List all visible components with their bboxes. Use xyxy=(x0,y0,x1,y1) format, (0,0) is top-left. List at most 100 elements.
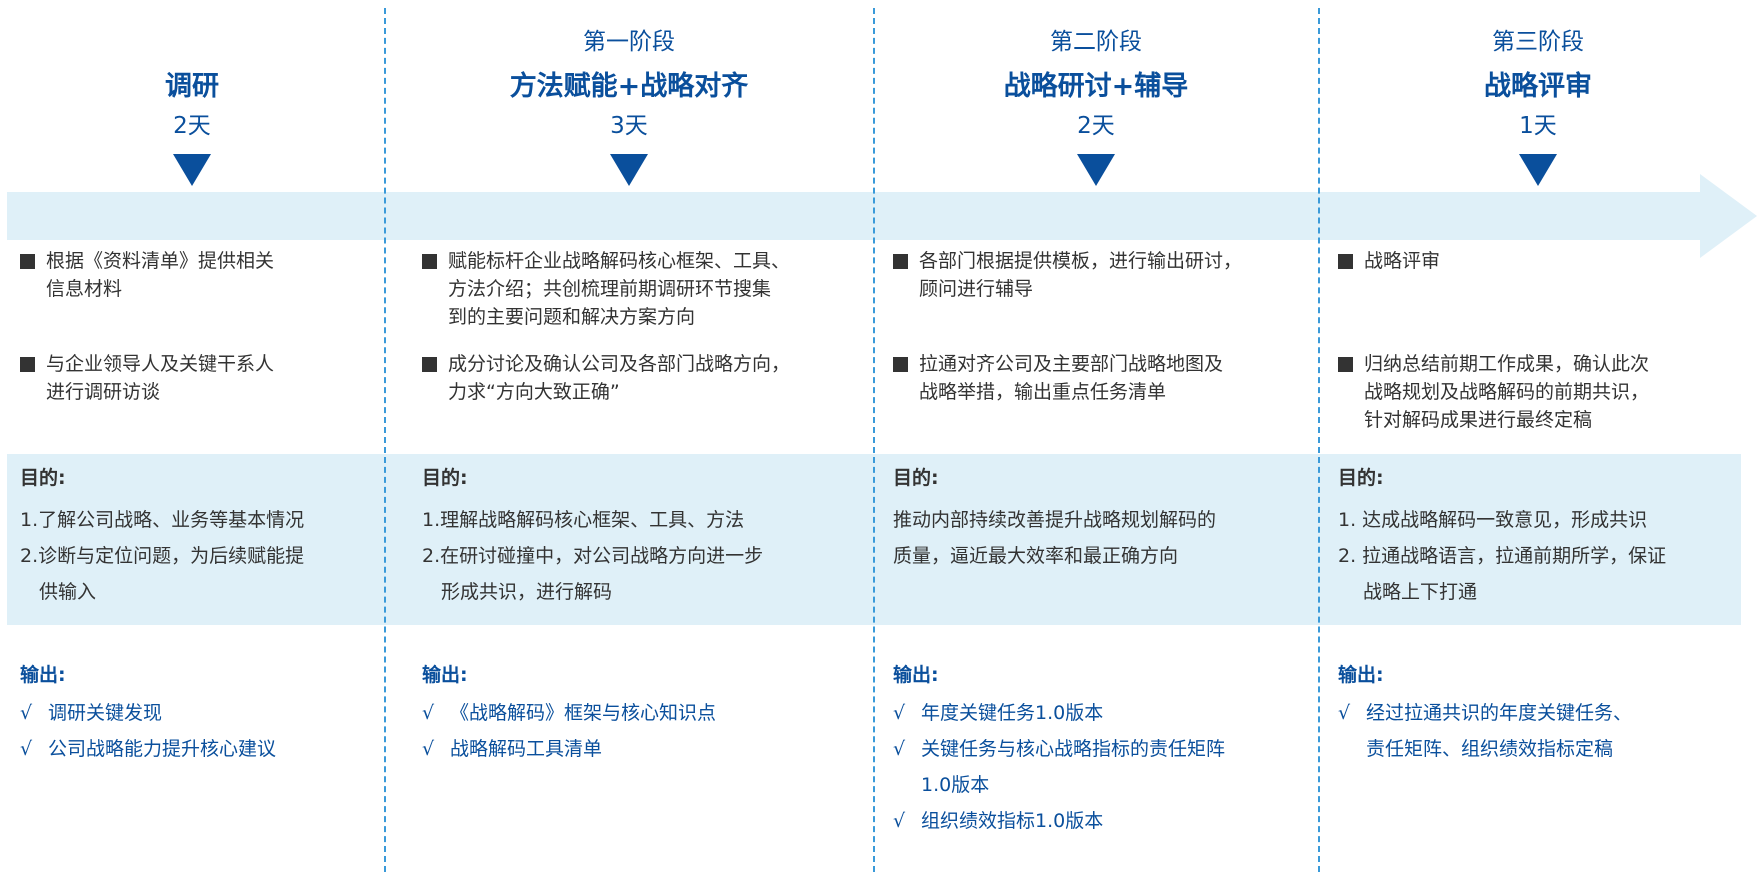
activity-bullet: 赋能标杆企业战略解码核心框架、工具、方法介绍；共创梳理前期调研环节搜集到的主要问… xyxy=(422,247,790,331)
phase-stage-label: 第三阶段 xyxy=(1492,29,1584,55)
bullet-line: 战略举措，输出重点任务清单 xyxy=(919,381,1167,403)
bullet-line: 成分讨论及确认公司及各部门战略方向， xyxy=(448,353,791,375)
phase-duration: 1天 xyxy=(1519,113,1557,139)
purpose-label: 目的: xyxy=(893,467,939,489)
output-line: 《战略解码》框架与核心知识点 xyxy=(450,702,717,724)
square-bullet-icon xyxy=(893,357,908,372)
bullet-line: 方法介绍；共创梳理前期调研环节搜集 xyxy=(448,278,772,300)
output-item: √ 调研关键发现 xyxy=(20,695,162,731)
purpose-line: 2.诊断与定位问题，为后续赋能提 xyxy=(20,545,305,567)
bullet-line: 与企业领导人及关键干系人 xyxy=(46,353,275,375)
output-item: √战略解码工具清单 xyxy=(422,731,602,767)
bullet-line: 战略规划及战略解码的前期共识， xyxy=(1364,381,1650,403)
output-line: 1.0版本 xyxy=(921,774,990,796)
column-divider xyxy=(1318,8,1320,872)
output-label: 输出: xyxy=(422,664,468,686)
purpose-line: 质量，逼近最大效率和最正确方向 xyxy=(893,545,1179,567)
activity-bullet: 成分讨论及确认公司及各部门战略方向， 力求“方向大致正确” xyxy=(422,350,790,406)
phase-title: 方法赋能+战略对齐 xyxy=(509,71,749,102)
phase-title: 调研 xyxy=(165,71,219,102)
output-item: √ 《战略解码》框架与核心知识点 xyxy=(422,695,716,731)
phase-stage-label: 第二阶段 xyxy=(1050,29,1142,55)
purpose-line: 形成共识，进行解码 xyxy=(422,581,613,603)
phase-stage-label: 第一阶段 xyxy=(583,29,675,55)
bullet-line: 拉通对齐公司及主要部门战略地图及 xyxy=(919,353,1224,375)
square-bullet-icon xyxy=(422,357,437,372)
activity-bullet: 归纳总结前期工作成果，确认此次战略规划及战略解码的前期共识， 针对解码成果进行最终… xyxy=(1338,350,1649,434)
timeline-arrow-band xyxy=(7,192,1712,240)
output-item: √ 组织绩效指标1.0版本 xyxy=(893,803,1103,839)
phase-column: 第二阶段战略研讨+辅导 2天各部门根据提供模板，进行输出研讨， 顾问进行辅导拉通对齐… xyxy=(874,0,1318,872)
bullet-line: 各部门根据提供模板，进行输出研讨， xyxy=(919,250,1243,272)
check-icon: √ xyxy=(20,702,33,724)
check-icon: √ xyxy=(893,702,906,724)
down-triangle-icon xyxy=(1077,154,1115,186)
activity-bullet: 各部门根据提供模板，进行输出研讨， 顾问进行辅导 xyxy=(893,247,1242,303)
check-icon: √ xyxy=(422,702,435,724)
bullet-line: 战略评审 xyxy=(1364,250,1441,272)
output-line: 责任矩阵、组织绩效指标定稿 xyxy=(1366,738,1614,760)
output-line: 年度关键任务1.0版本 xyxy=(921,702,1104,724)
purpose-line: 2.在研讨碰撞中，对公司战略方向进一步 xyxy=(422,545,764,567)
phase-title: 战略研讨+辅导 xyxy=(1003,71,1189,102)
check-icon: √ xyxy=(422,738,435,760)
purpose-line: 1.了解公司战略、业务等基本情况 xyxy=(20,509,305,531)
check-icon: √ xyxy=(1338,702,1351,724)
column-divider xyxy=(384,8,386,872)
check-icon: √ xyxy=(893,810,906,832)
phase-duration: 3天 xyxy=(610,113,648,139)
output-item: √ 公司战略能力提升核心建议 xyxy=(20,731,276,767)
column-divider xyxy=(873,8,875,872)
down-triangle-icon xyxy=(1519,154,1557,186)
square-bullet-icon xyxy=(20,254,35,269)
output-line: 组织绩效指标1.0版本 xyxy=(921,810,1104,832)
purpose-line: 2. 拉通战略语言，拉通前期所学，保证 xyxy=(1338,545,1667,567)
bullet-line: 到的主要问题和解决方案方向 xyxy=(448,306,696,328)
bullet-line: 根据《资料清单》提供相关 xyxy=(46,250,275,272)
square-bullet-icon xyxy=(422,254,437,269)
output-line: 关键任务与核心战略指标的责任矩阵 xyxy=(921,738,1226,760)
square-bullet-icon xyxy=(20,357,35,372)
bullet-line: 顾问进行辅导 xyxy=(919,278,1034,300)
purpose-line: 推动内部持续改善提升战略规划解码的 xyxy=(893,509,1217,531)
down-triangle-icon xyxy=(173,154,211,186)
purpose-line: 1. 达成战略解码一致意见，形成共识 xyxy=(1338,509,1648,531)
activity-bullet: 根据《资料清单》提供相关信息材料 xyxy=(20,247,274,303)
bullet-line: 信息材料 xyxy=(46,278,123,300)
output-label: 输出: xyxy=(20,664,66,686)
bullet-line: 进行调研访谈 xyxy=(46,381,161,403)
phase-duration: 2天 xyxy=(1077,113,1115,139)
activity-bullet: 战略评审 xyxy=(1338,247,1440,275)
timeline-arrowhead xyxy=(1700,174,1757,258)
purpose-line: 1.理解战略解码核心框架、工具、方法 xyxy=(422,509,745,531)
check-icon: √ xyxy=(20,738,33,760)
square-bullet-icon xyxy=(1338,357,1353,372)
purpose-label: 目的: xyxy=(422,467,468,489)
phase-duration: 2天 xyxy=(173,113,211,139)
check-icon: √ xyxy=(893,738,906,760)
output-item: √ 经过拉通共识的年度关键任务、责任矩阵、组织绩效指标定稿 xyxy=(1338,695,1632,767)
output-item: √ 关键任务与核心战略指标的责任矩阵 1.0版本 xyxy=(893,731,1225,803)
output-line: 公司战略能力提升核心建议 xyxy=(48,738,277,760)
bullet-line: 归纳总结前期工作成果，确认此次 xyxy=(1364,353,1650,375)
purpose-line: 供输入 xyxy=(20,581,97,603)
purpose-label: 目的: xyxy=(1338,467,1384,489)
bullet-line: 赋能标杆企业战略解码核心框架、工具、 xyxy=(448,250,791,272)
phase-title: 战略评审 xyxy=(1484,71,1592,102)
purpose-line: 战略上下打通 xyxy=(1338,581,1478,603)
output-line: 经过拉通共识的年度关键任务、 xyxy=(1366,702,1633,724)
activity-bullet: 与企业领导人及关键干系人进行调研访谈 xyxy=(20,350,274,406)
activity-bullet: 拉通对齐公司及主要部门战略地图及战略举措，输出重点任务清单 xyxy=(893,350,1223,406)
bullet-line: 针对解码成果进行最终定稿 xyxy=(1364,409,1593,431)
square-bullet-icon xyxy=(1338,254,1353,269)
down-triangle-icon xyxy=(610,154,648,186)
output-label: 输出: xyxy=(893,664,939,686)
output-label: 输出: xyxy=(1338,664,1384,686)
purpose-label: 目的: xyxy=(20,467,66,489)
square-bullet-icon xyxy=(893,254,908,269)
output-line: 调研关键发现 xyxy=(48,702,163,724)
phase-column: 第一阶段方法赋能+战略对齐 3天赋能标杆企业战略解码核心框架、工具、方法介绍；共创… xyxy=(385,0,873,872)
bullet-line: 力求“方向大致正确” xyxy=(448,381,620,403)
